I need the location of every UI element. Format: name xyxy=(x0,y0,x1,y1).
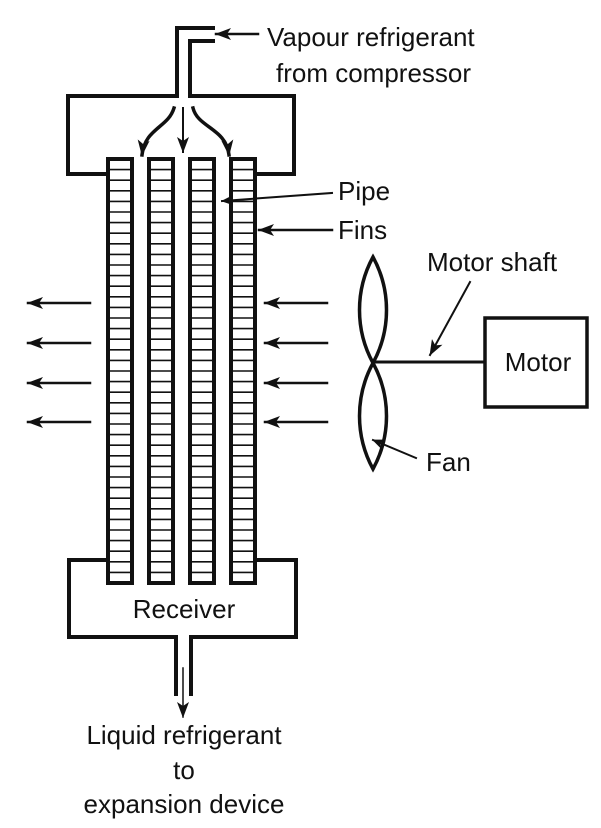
fan-blade-lower xyxy=(357,359,389,473)
motor-box xyxy=(483,316,589,409)
header-flow-arrows xyxy=(137,105,234,157)
motor-label: Motor xyxy=(505,347,572,377)
pipe-label: Pipe xyxy=(338,176,390,206)
fan-blade-upper xyxy=(357,253,389,367)
air-flow-arrows-incoming xyxy=(263,297,329,428)
receiver-tank xyxy=(67,558,298,696)
outlet-label-line3: expansion device xyxy=(84,789,285,819)
fins-label: Fins xyxy=(338,215,387,245)
pipe-pointer-line xyxy=(220,191,334,206)
motor-shaft-pointer-line xyxy=(428,280,472,357)
header-flow-arrow-right xyxy=(190,105,234,157)
finned-tube xyxy=(229,157,257,585)
outlet-label-line2: to xyxy=(173,755,195,785)
finned-tube xyxy=(106,157,134,585)
finned-tubes xyxy=(106,157,257,585)
inlet-label-line1: Vapour refrigerant xyxy=(267,22,475,52)
fan-label: Fan xyxy=(426,447,471,477)
air-flow-arrows-outgoing xyxy=(26,297,92,428)
fan-pointer-line xyxy=(371,438,418,460)
inlet-pipe xyxy=(175,26,215,98)
inlet-header xyxy=(66,94,296,176)
outlet-label-line1: Liquid refrigerant xyxy=(86,720,282,750)
finned-tube xyxy=(147,157,175,585)
receiver-label: Receiver xyxy=(133,594,236,624)
header-flow-arrow-left xyxy=(137,105,177,157)
inlet-label-line2: from compressor xyxy=(276,58,471,88)
motor-shaft-label: Motor shaft xyxy=(427,247,558,277)
finned-tube xyxy=(188,157,216,585)
